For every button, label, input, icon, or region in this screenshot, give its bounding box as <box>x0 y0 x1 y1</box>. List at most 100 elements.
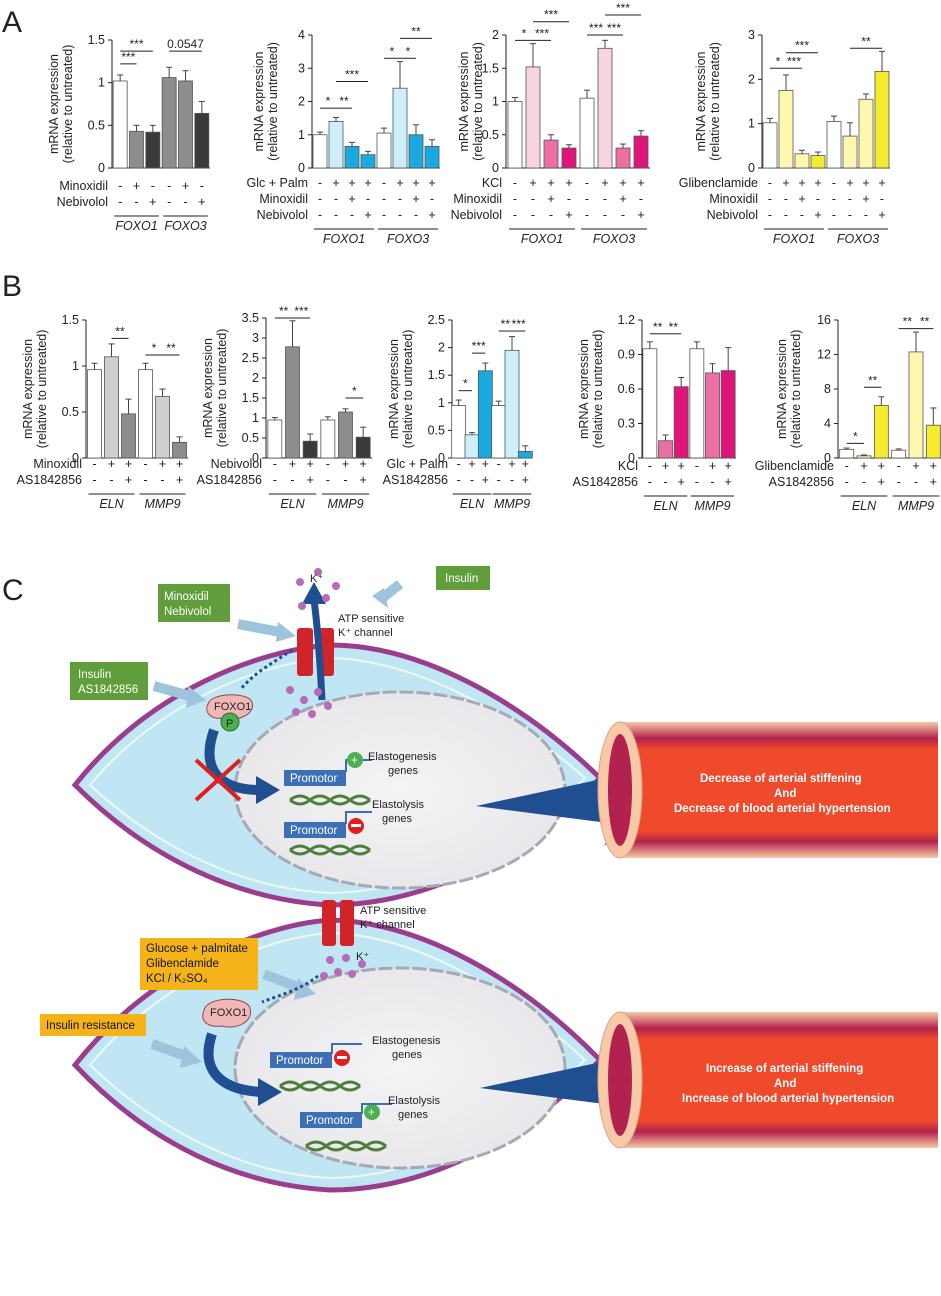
y-axis-label-2: (relative to untreated) <box>215 329 229 448</box>
y-axis-label: mRNA expression <box>577 339 591 439</box>
gene-label: ELN <box>653 499 678 513</box>
treatment-mark: + <box>601 176 608 190</box>
insulin-resistance-box <box>40 1014 146 1036</box>
treatment-mark: - <box>326 473 330 487</box>
glucose-glibenclamide-box <box>140 938 258 990</box>
bar <box>408 134 424 169</box>
elastolysis-line1: Elastolysis <box>372 799 424 811</box>
y-axis-label: mRNA expression <box>47 54 61 154</box>
gene-label: FOXO3 <box>387 232 429 246</box>
treatment-mark: - <box>832 192 836 206</box>
treatment-mark: - <box>143 457 147 471</box>
treatment-mark: - <box>343 473 347 487</box>
sig-label: *** <box>129 37 143 51</box>
gene-label: MMP9 <box>898 499 934 513</box>
y-tick-label: 0 <box>438 451 445 465</box>
bar <box>129 130 144 169</box>
bar <box>762 122 778 169</box>
y-tick-label: 16 <box>817 313 831 327</box>
panel-letter-c: C <box>2 574 24 607</box>
treatment-mark: - <box>864 208 868 222</box>
bar <box>579 97 595 169</box>
treatment-label: Glibenclamide <box>755 459 834 473</box>
treatment-mark: + <box>565 208 572 222</box>
treatment-mark: - <box>318 176 322 190</box>
treatment-mark: - <box>366 192 370 206</box>
minoxidil-box-line1: Minoxidil <box>164 591 209 603</box>
treatment-mark: - <box>382 176 386 190</box>
sig-label: 0.0547 <box>167 37 204 51</box>
artery-bottom-line3: Increase of blood arterial hypertension <box>682 1093 894 1105</box>
treatment-mark: + <box>619 192 626 206</box>
treatment-mark: + <box>307 473 314 487</box>
treatment-mark: + <box>182 179 189 193</box>
treatment-mark: - <box>663 475 667 489</box>
bar <box>161 77 177 169</box>
y-axis-label-2: (relative to untreated) <box>266 42 280 161</box>
treatment-mark: + <box>798 192 805 206</box>
treatment-mark: - <box>92 457 96 471</box>
y-tick-label: 0 <box>492 161 499 175</box>
treatment-mark: - <box>497 457 501 471</box>
treatment-mark: - <box>621 208 625 222</box>
y-tick-label: 0 <box>98 161 105 175</box>
treatment-mark: + <box>508 457 515 471</box>
treatment-mark: + <box>159 457 166 471</box>
bar <box>925 424 941 459</box>
treatment-mark: + <box>522 473 529 487</box>
treatment-label: Glc + Palm <box>387 457 448 471</box>
gene-label: FOXO1 <box>115 219 157 233</box>
sig-label: * <box>463 377 468 391</box>
treatment-mark: + <box>428 208 435 222</box>
k-label: K⁺ <box>310 573 323 585</box>
treatment-mark: - <box>880 192 884 206</box>
bar <box>194 112 210 169</box>
treatment-mark: - <box>848 192 852 206</box>
y-tick-label: 4 <box>298 28 305 42</box>
glucose-box-line2: Glibenclamide <box>146 958 219 970</box>
gene-label: FOXO3 <box>837 232 879 246</box>
potassium-ions <box>286 568 340 718</box>
treatment-mark: - <box>848 208 852 222</box>
svg-text:+: + <box>351 755 358 767</box>
bar <box>178 80 193 169</box>
treatment-label: Minoxidil <box>59 179 108 193</box>
y-axis-label-2: (relative to untreated) <box>35 330 49 449</box>
artery-top-line2: And <box>774 788 796 800</box>
y-tick-label: 1.2 <box>618 313 635 327</box>
treatment-mark: - <box>398 192 402 206</box>
y-axis-label: mRNA expression <box>694 51 708 151</box>
bar <box>328 121 344 169</box>
treatment-mark: - <box>531 208 535 222</box>
sig-label: * <box>522 26 527 40</box>
gene-label: ELN <box>852 499 877 513</box>
treatment-mark: + <box>468 457 475 471</box>
treatment-mark: + <box>482 473 489 487</box>
foxo1-label: FOXO1 <box>214 701 251 713</box>
treatment-mark: + <box>428 176 435 190</box>
treatment-mark: - <box>151 179 155 193</box>
artery-top-line1: Decrease of arterial stiffening <box>700 773 862 785</box>
treatment-mark: - <box>273 473 277 487</box>
y-tick-label: 0.6 <box>618 382 635 396</box>
gene-label: FOXO1 <box>521 232 563 246</box>
y-tick-label: 3 <box>748 28 755 42</box>
panel-letter-a: A <box>2 6 22 39</box>
promotor-label-2: Promotor <box>290 825 337 837</box>
bar <box>826 121 842 169</box>
treatment-mark: - <box>914 475 918 489</box>
promotor-label-3: Promotor <box>276 1055 323 1067</box>
treatment-mark: + <box>619 176 626 190</box>
bar <box>891 449 907 459</box>
treatment-mark: - <box>134 195 138 209</box>
treatment-mark: + <box>360 473 367 487</box>
y-tick-label: 1 <box>492 95 499 109</box>
treatment-mark: + <box>176 473 183 487</box>
bar <box>267 419 283 459</box>
treatment-mark: + <box>662 459 669 473</box>
artery-top <box>620 722 938 858</box>
